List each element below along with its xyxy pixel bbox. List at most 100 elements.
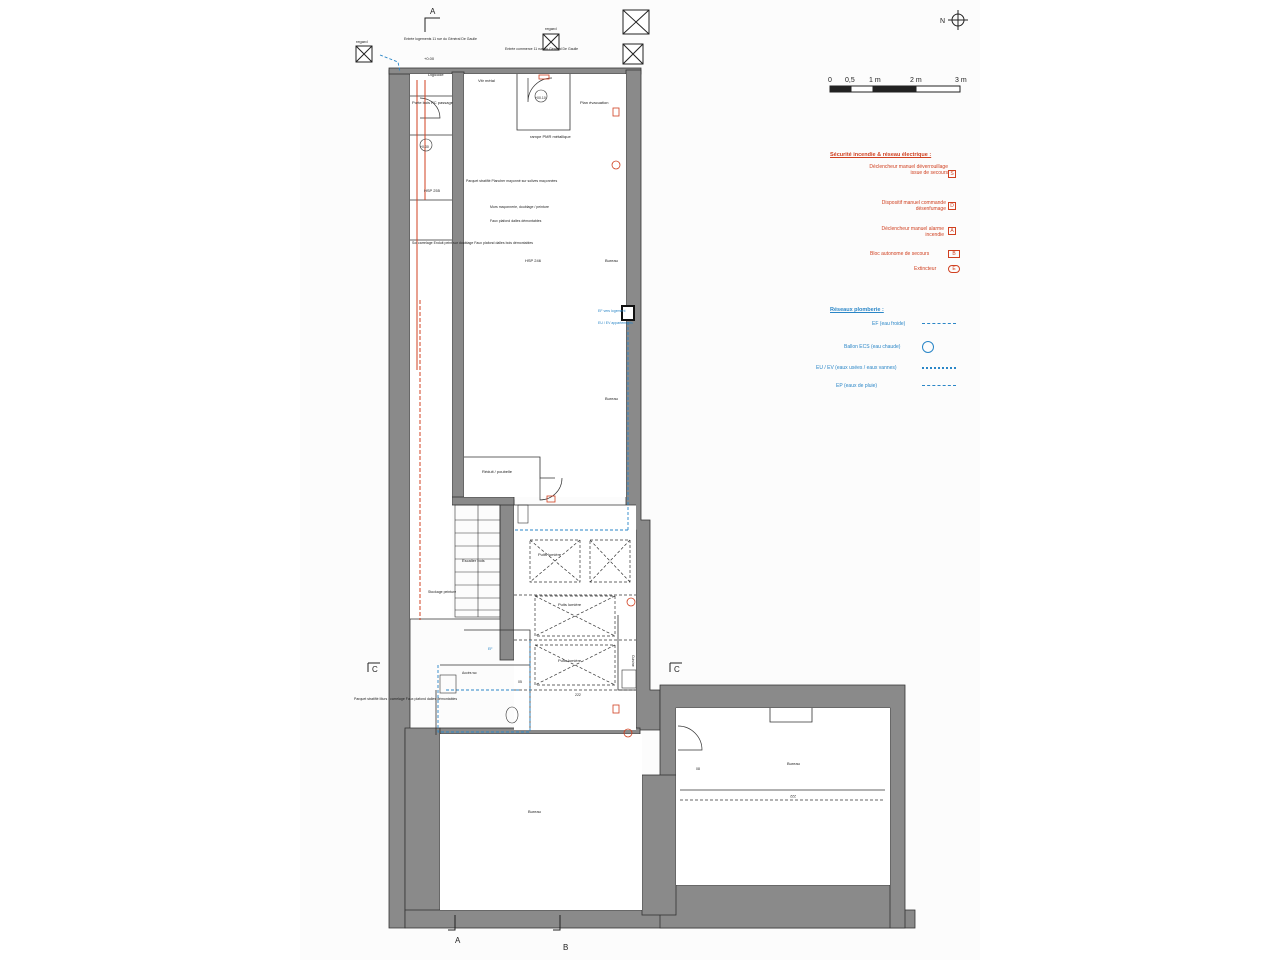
wc-sink: [439, 674, 457, 694]
fixtures: [419, 89, 637, 724]
scale-bar: [829, 85, 961, 93]
room-lightwells: [514, 505, 636, 730]
parquet-label: Parquet stratifié Plancher mayonné sur s…: [466, 179, 557, 183]
vitrine-label: Vitr métal: [478, 78, 495, 83]
section-a-top-marker: [424, 17, 440, 32]
bureau-1-label: Bureau: [605, 258, 618, 263]
legend-fire-symbol-2: D: [948, 202, 956, 210]
legend-water-line-4: [922, 385, 956, 386]
wall-bottom-left: [404, 727, 441, 913]
north-arrow-icon: [948, 10, 968, 30]
bureau-2-label: Bureau: [605, 396, 618, 401]
lightwells: [529, 539, 631, 686]
scale-tick-3: 2 m: [910, 77, 922, 84]
legend-fire-symbol-1: S: [948, 170, 956, 178]
top-markers: [355, 9, 650, 65]
legend-fire: Sécurité incendie & réseau électrique : …: [830, 152, 970, 282]
legend-water-line-3: [922, 367, 956, 369]
door-05-label: 05: [518, 680, 522, 684]
section-c-left-label: C: [372, 665, 378, 674]
hsp-left-label: HSP 255: [424, 188, 441, 193]
section-a-bottom-label: A: [455, 936, 461, 945]
ef-note-label: EF vers logement: [598, 309, 625, 313]
level-entry-label: +00.10: [535, 96, 546, 100]
cuisine-label: Cuisine: [631, 655, 635, 667]
legend-water-item-1: EF (eau froide): [872, 321, 906, 327]
escalier-label: Escalier bois: [462, 558, 485, 563]
faux-plafond-label: Faux plafond dalles démontables: [490, 219, 542, 223]
porte-bois-label: Porte bois PC passage: [412, 100, 454, 105]
section-c-right-label: C: [674, 665, 680, 674]
murs-label: Murs maçonnerie, doublage / peinture: [490, 205, 549, 209]
wc-toilet: [505, 706, 519, 724]
digicode-label: Digicode: [428, 72, 444, 77]
plumbing-network: [379, 54, 630, 733]
parquet-note-label: Parquet stratifié Murs : carrelage Faux …: [354, 697, 457, 701]
legend-water-title: Réseaux plomberie :: [830, 307, 884, 313]
legend-water-item-3: EU / EV (eaux usées / eaux vannes): [816, 365, 897, 371]
doors: [419, 77, 703, 751]
room-fills: [410, 74, 890, 910]
eu-note-label: EU / EV appartements: [598, 321, 633, 325]
lightwell-1: [529, 539, 581, 583]
acces-wc-label: Accès wc: [462, 671, 477, 675]
legend-fire-title: Sécurité incendie & réseau électrique :: [830, 152, 932, 158]
wall-stair-core: [499, 499, 515, 661]
door-corridor: [419, 97, 441, 119]
entry-commerce-label: Entrée commerce 11 rue du Général De Gau…: [505, 47, 578, 51]
legend-water-item-4: EP (eaux de pluie): [836, 383, 878, 389]
door-bottom: [677, 725, 703, 751]
dim-222b-label: 222: [575, 693, 581, 697]
legend-water-item-2: Ballon ECS (eau chaude): [844, 344, 901, 350]
lightwell-4: [534, 644, 616, 686]
room-main: [464, 74, 626, 497]
door-entry: [527, 77, 553, 103]
legend-fire-item-5: Extincteur: [914, 266, 937, 272]
puits-1-label: Puits lumière: [538, 552, 562, 557]
bureau-3-label: Bureau: [528, 809, 541, 814]
regard-left-label: regard: [356, 39, 368, 44]
room-bottom-left: [440, 734, 642, 910]
section-c-right-marker: [669, 662, 682, 672]
puits-3-label: Puits lumière: [558, 658, 582, 663]
legend-fire-item-4: Bloc autonome de secours: [870, 251, 930, 257]
section-c-left-marker: [367, 662, 380, 672]
lightwell-2: [589, 539, 631, 583]
bureau-4-label: Bureau: [787, 761, 800, 766]
section-markers: [367, 17, 682, 931]
reduit-label: Réduit / poubelle: [482, 469, 513, 474]
sol-carrelage-label: Sol carrelage Enduit peint sur doublage …: [412, 241, 533, 245]
section-a-top-label: A: [430, 7, 436, 16]
scale-tick-0: 0: [828, 77, 832, 84]
north-label: N: [940, 18, 945, 25]
level-mid-label: +0.00: [420, 145, 429, 149]
legend-water-line-1: [922, 323, 956, 324]
legend-water-circle: [922, 341, 934, 353]
lightwell-3: [534, 595, 616, 637]
legend-fire-item-3: Déclencheur manuel alarme incendie: [881, 226, 944, 238]
scale-tick-2: 1 m: [869, 77, 881, 84]
hsp-main-label: HSP 246: [525, 258, 542, 263]
ef-small-label: EF: [488, 647, 492, 651]
legend-fire-item-2: Dispositif manuel commande désenfumage: [881, 200, 946, 212]
room-bottom-right: [676, 708, 890, 885]
legend-fire-symbol-5: E: [948, 265, 960, 273]
puits-2-label: Puits lumière: [558, 602, 582, 607]
section-b-bottom-marker: [553, 915, 561, 931]
scale-tick-4: 3 m: [955, 77, 967, 84]
legend-fire-item-1: Déclencheur manuel déverrouillage issue …: [869, 164, 948, 176]
plan-evacuation-label: Plan évacuation: [580, 100, 608, 105]
walls: [388, 67, 916, 929]
door-reduit: [539, 477, 563, 501]
wall-middle: [641, 774, 677, 916]
entry-housing-label: Entrée logements 11 rue du Général De Ga…: [404, 37, 477, 41]
wall-corridor-inner: [451, 71, 465, 501]
boiler: [419, 138, 433, 152]
regard-top-label: regard: [545, 26, 557, 31]
legend-fire-symbol-4: B: [948, 250, 960, 258]
rampe-label: rampe PMR métallique: [530, 134, 571, 139]
fire-symbols: [538, 74, 636, 738]
section-a-bottom-marker: [448, 915, 456, 931]
level-top-label: +0.00: [424, 56, 435, 61]
